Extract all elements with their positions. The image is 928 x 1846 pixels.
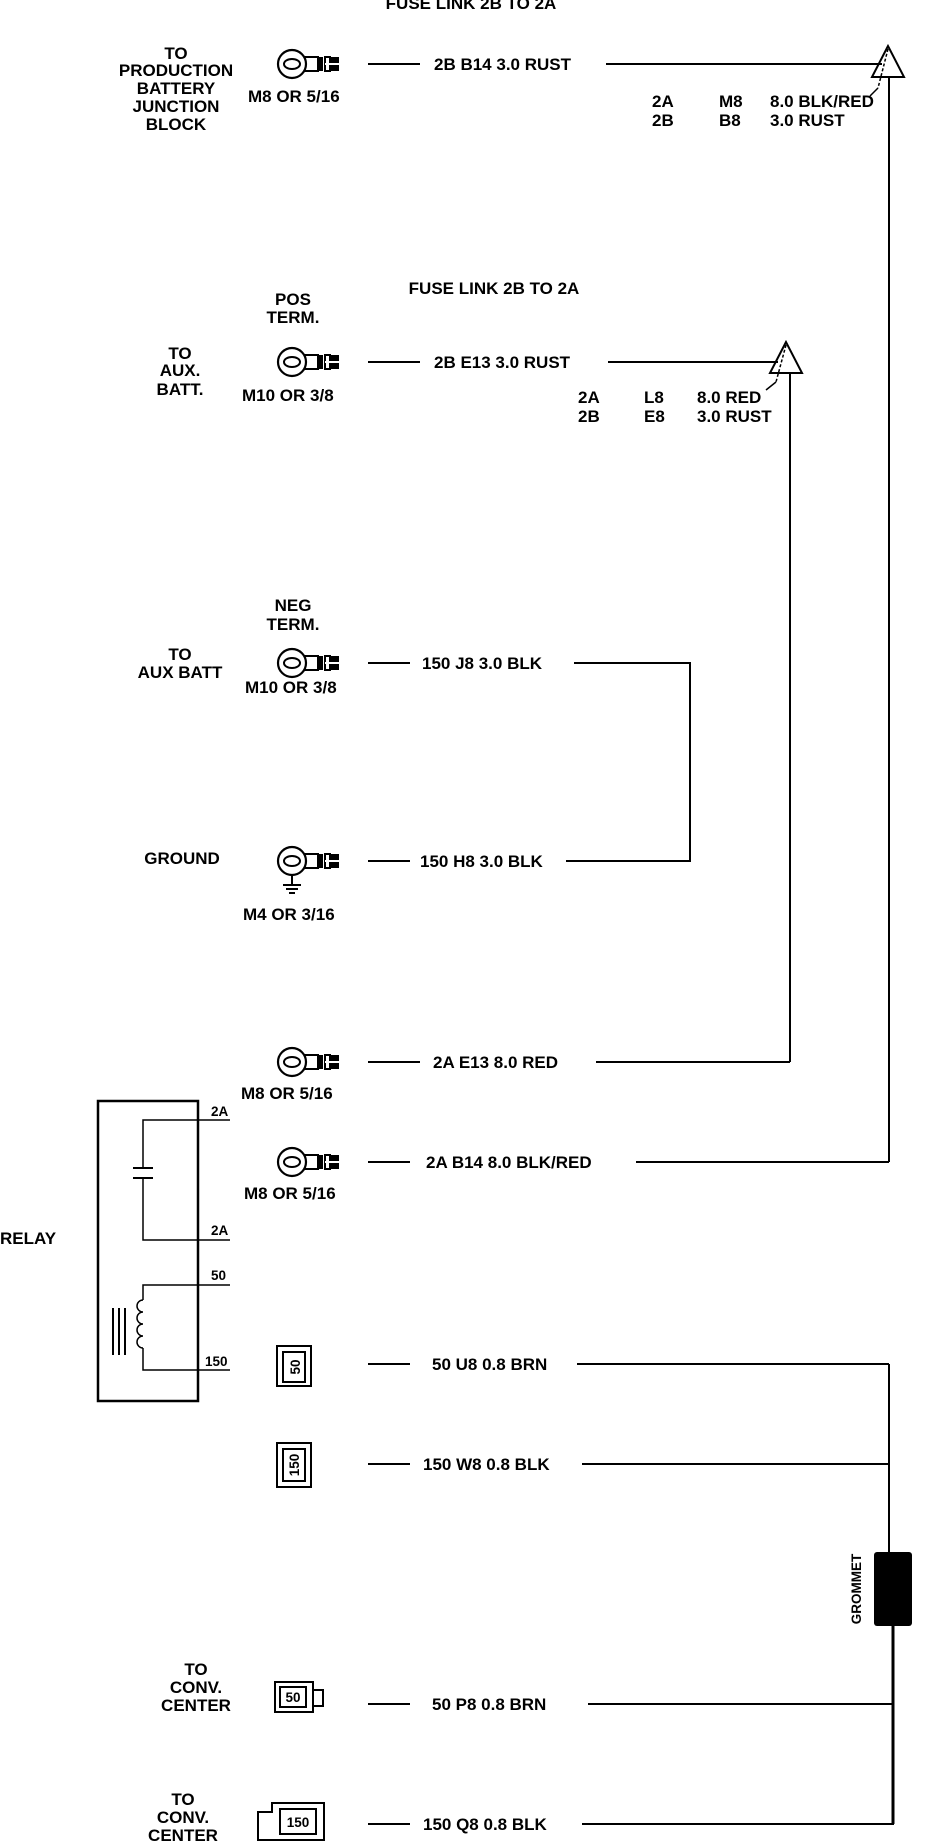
relay-pin: 50 (211, 1268, 226, 1283)
connector-relay-50: 50 50 U8 0.8 BRN (276, 1345, 889, 1387)
fuse-link-2-title: FUSE LINK 2B TO 2A (409, 279, 580, 298)
wire-label: 2B B14 3.0 RUST (434, 55, 572, 74)
fuse-link-1: FUSE LINK 2B TO 2A 2A M8 8.0 BLK/RED 2B … (386, 0, 906, 130)
dest-line: CENTER (148, 1826, 218, 1845)
terminal-size: M8 OR 5/16 (241, 1084, 333, 1103)
fl1-spec-2: 3.0 RUST (770, 111, 845, 130)
wire-label: 50 U8 0.8 BRN (432, 1355, 547, 1374)
wire-label: 150 J8 3.0 BLK (422, 654, 543, 673)
fl2-spec-1: 8.0 RED (697, 388, 761, 407)
terminal-size: M8 OR 5/16 (248, 87, 340, 106)
wire-label: 2B E13 3.0 RUST (434, 353, 571, 372)
fl1-code-1: M8 (719, 92, 743, 111)
relay-pin: 2A (211, 1104, 229, 1119)
wire-label: 150 Q8 0.8 BLK (423, 1815, 548, 1834)
wire-label: 2A E13 8.0 RED (433, 1053, 558, 1072)
terminal-relay-2a-blkred: M8 OR 5/16 2A B14 8.0 BLK/RED (244, 1146, 889, 1203)
fl2-circuit-2: 2B (578, 407, 600, 426)
connector-icon (257, 1802, 325, 1841)
connector-icon (276, 1442, 312, 1488)
grommet-label: GROMMET (849, 1553, 864, 1624)
dest-line: TO (171, 1790, 194, 1809)
ring-terminal-icon (276, 647, 341, 679)
wire-label: 2A B14 8.0 BLK/RED (426, 1153, 592, 1172)
fl1-spec-1: 8.0 BLK/RED (770, 92, 874, 111)
terminal-header: TERM. (267, 615, 320, 634)
dest-line: CONV. (157, 1808, 209, 1827)
connector-icon (274, 1681, 324, 1713)
relay-pin: 150 (205, 1354, 228, 1369)
fuse-link-icon (869, 43, 906, 97)
connector-pin: 150 (287, 1815, 310, 1830)
fl1-code-2: B8 (719, 111, 741, 130)
grommet-icon (874, 1552, 912, 1626)
terminal-ground: GROUND M4 OR 3/16 150 H8 3.0 BLK (144, 845, 544, 924)
dest-line: BATTERY (137, 79, 216, 98)
dest-line: PRODUCTION (119, 61, 233, 80)
dest-line: TO (168, 344, 191, 363)
terminal-size: M10 OR 3/8 (242, 386, 334, 405)
fl1-circuit-2: 2B (652, 111, 674, 130)
dest-line: TO (184, 1660, 207, 1679)
fuse-link-2: FUSE LINK 2B TO 2A 2A L8 8.0 RED 2B E8 3… (409, 279, 804, 426)
connector-conv-50: TO CONV. CENTER 50 50 P8 0.8 BRN (161, 1660, 546, 1715)
connector-pin: 50 (288, 1359, 303, 1374)
terminal-size: M4 OR 3/16 (243, 905, 335, 924)
dest-line: BLOCK (146, 115, 207, 134)
connector-pin: 50 (285, 1690, 300, 1705)
terminal-header: NEG (275, 596, 312, 615)
connector-icon (276, 1345, 312, 1387)
ring-terminal-icon (276, 48, 341, 80)
dest-line: TO (168, 645, 191, 664)
relay-housing (96, 1099, 200, 1403)
fl2-circuit-1: 2A (578, 388, 600, 407)
dest-line: CONV. (170, 1678, 222, 1697)
relay-coil-icon (112, 1284, 230, 1371)
terminal-production-battery: TO PRODUCTION BATTERY JUNCTION BLOCK M8 … (119, 44, 882, 134)
terminal-relay-2a-red: M8 OR 5/16 2A E13 8.0 RED (241, 1046, 790, 1103)
connector-conv-150: TO CONV. CENTER 150 150 Q8 0.8 BLK (148, 1790, 894, 1845)
dest-line: GROUND (144, 849, 220, 868)
wire-label: 150 H8 3.0 BLK (420, 852, 544, 871)
relay: RELAY 2A 2A 50 150 (0, 1099, 230, 1403)
terminal-size: M10 OR 3/8 (245, 678, 337, 697)
terminal-aux-batt-neg: NEG TERM. TO AUX BATT M10 OR 3/8 150 J8 … (138, 596, 691, 862)
terminal-aux-batt-pos: POS TERM. TO AUX. BATT. M10 OR 3/8 2B E1… (157, 290, 778, 405)
dest-line: CENTER (161, 1696, 231, 1715)
fl2-code-1: L8 (644, 388, 664, 407)
fuse-link-icon (765, 339, 804, 391)
terminal-size: M8 OR 5/16 (244, 1184, 336, 1203)
fl1-circuit-1: 2A (652, 92, 674, 111)
fuse-link-1-title: FUSE LINK 2B TO 2A (386, 0, 557, 13)
ring-terminal-icon (276, 346, 341, 378)
fl2-code-2: E8 (644, 407, 665, 426)
terminal-header: TERM. (267, 308, 320, 327)
wire-label: 50 P8 0.8 BRN (432, 1695, 546, 1714)
ring-terminal-icon (276, 1046, 341, 1078)
relay-label: RELAY (0, 1229, 57, 1248)
fl2-spec-2: 3.0 RUST (697, 407, 772, 426)
ring-terminal-icon (276, 1146, 341, 1178)
ring-terminal-icon (276, 845, 341, 877)
wire-label: 150 W8 0.8 BLK (423, 1455, 550, 1474)
relay-pin: 2A (211, 1223, 229, 1238)
dest-line: JUNCTION (133, 97, 220, 116)
dest-line: AUX. (160, 361, 201, 380)
ground-symbol-icon (283, 875, 301, 894)
connector-relay-150: 150 150 W8 0.8 BLK (276, 1442, 889, 1488)
dest-line: TO (164, 44, 187, 63)
dest-line: AUX BATT (138, 663, 223, 682)
connector-pin: 150 (287, 1454, 302, 1477)
dest-line: BATT. (157, 380, 204, 399)
terminal-header: POS (275, 290, 311, 309)
